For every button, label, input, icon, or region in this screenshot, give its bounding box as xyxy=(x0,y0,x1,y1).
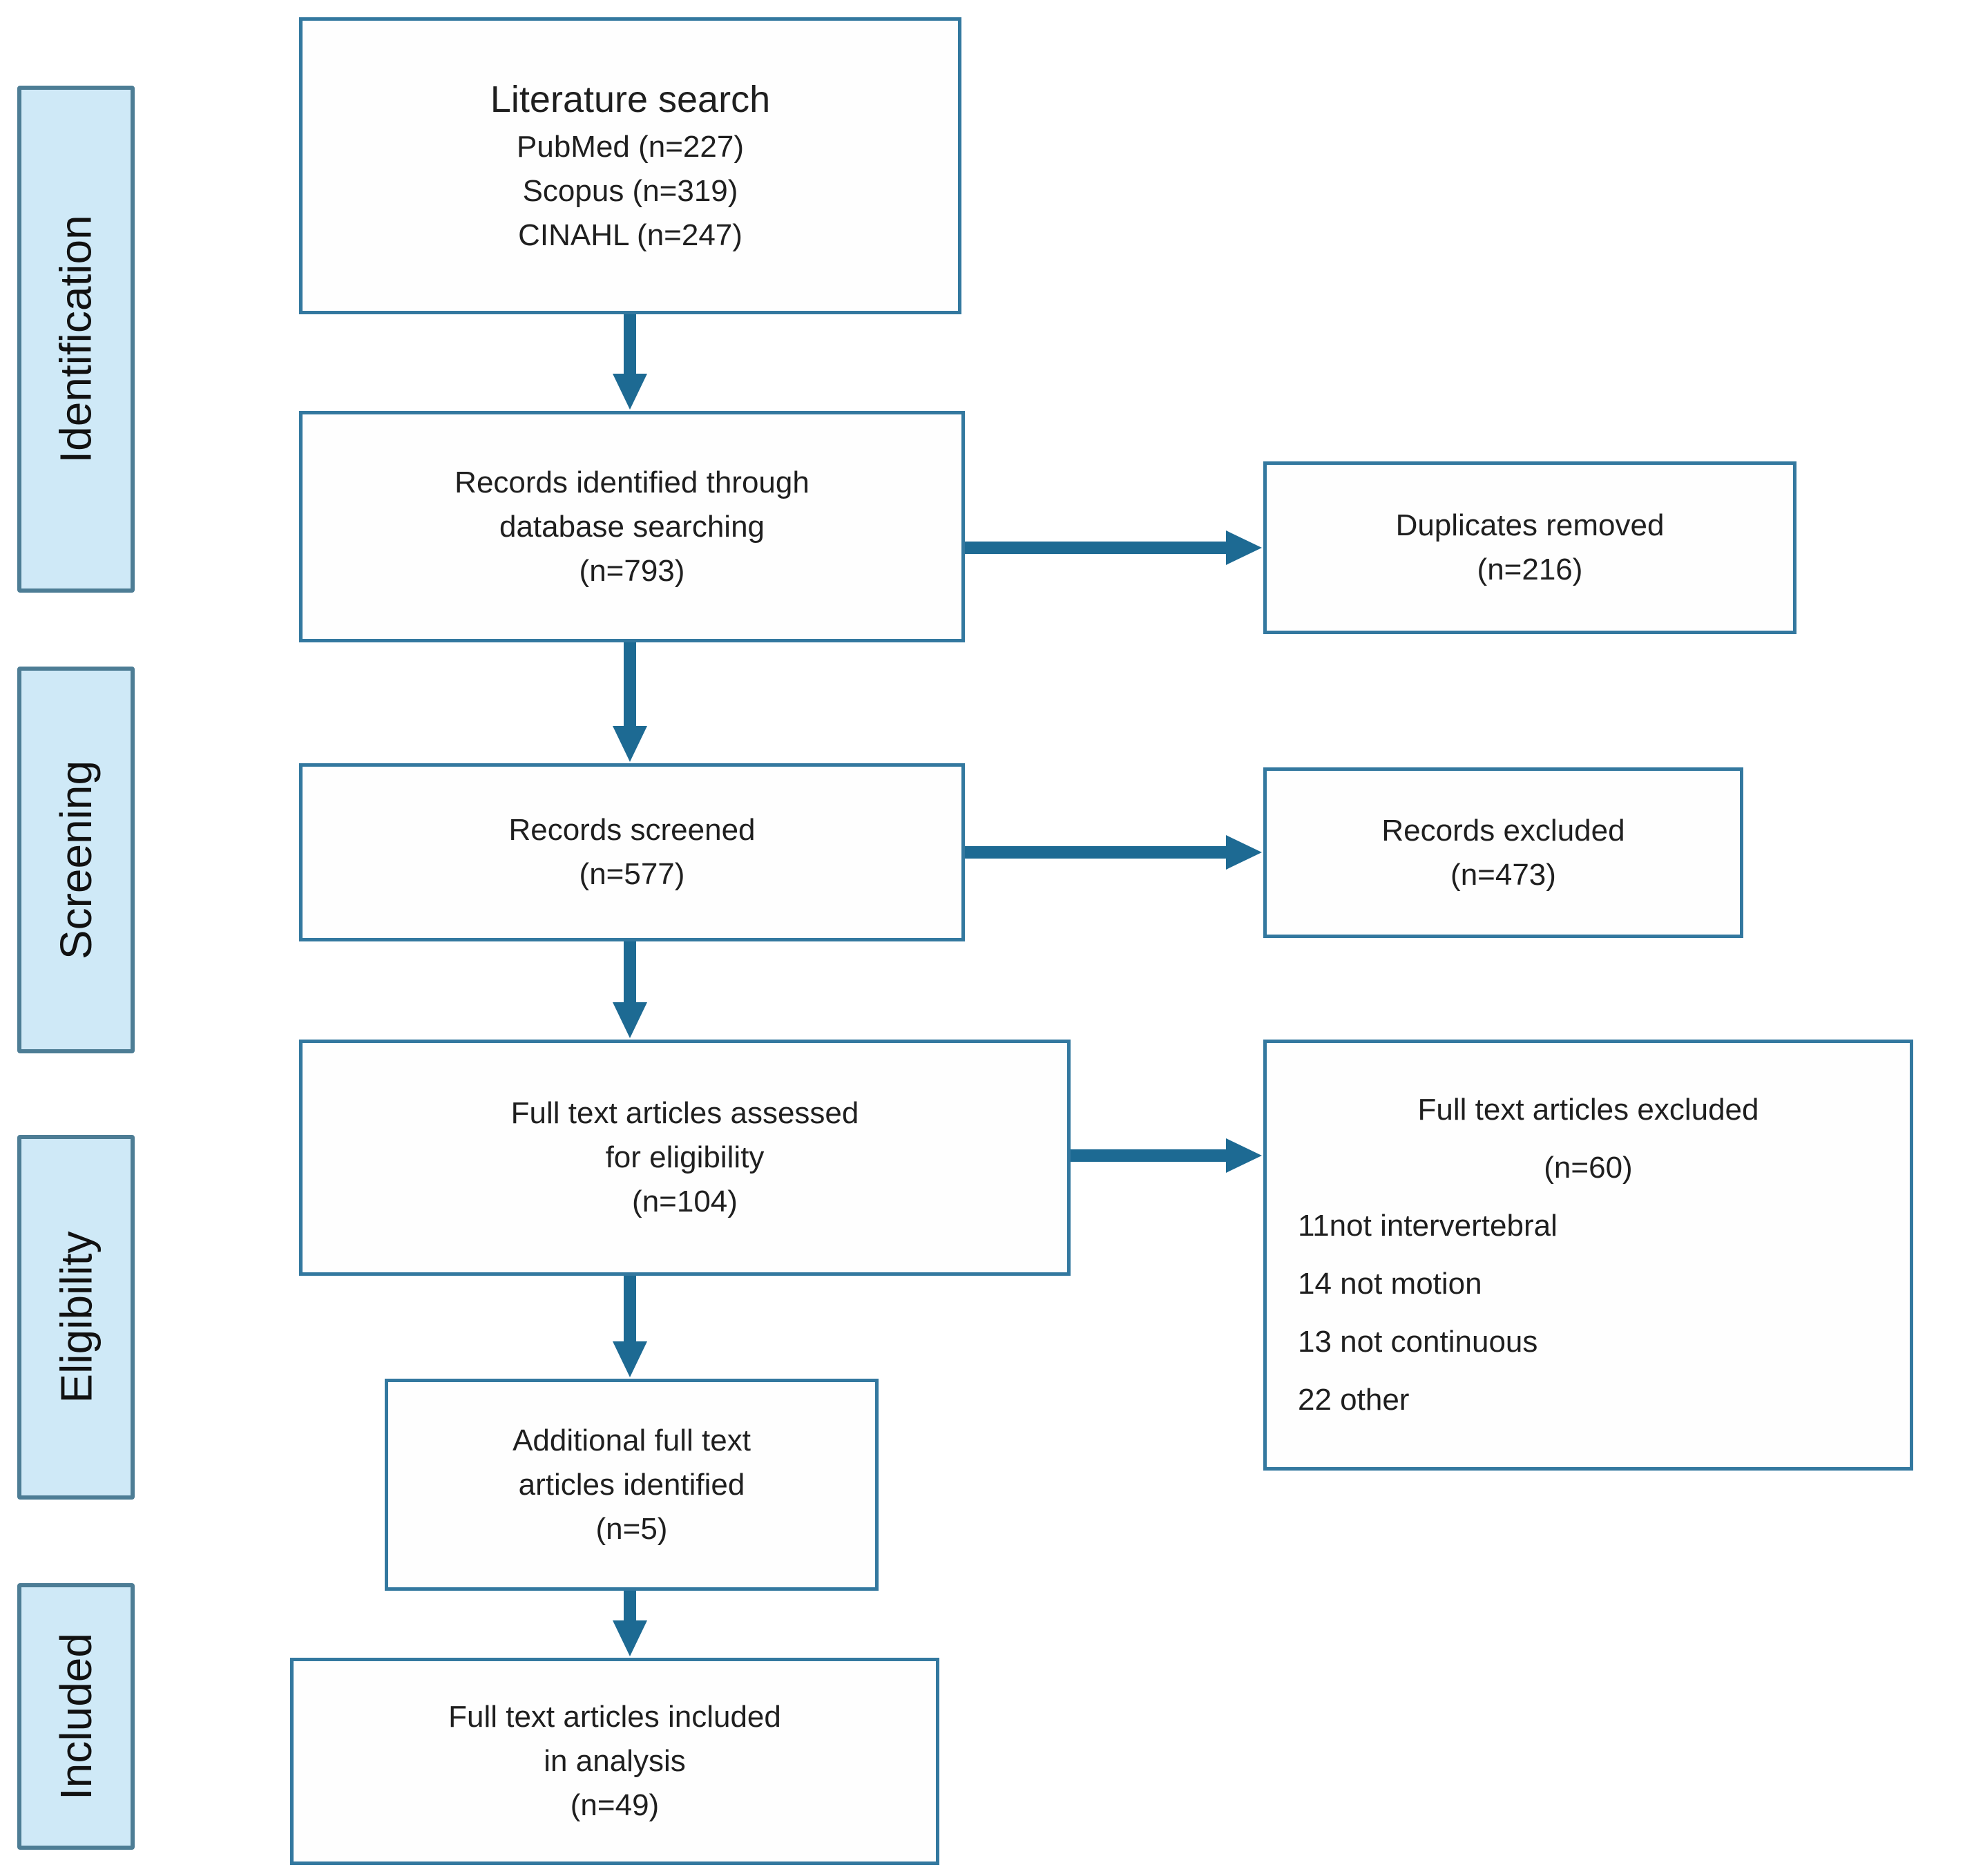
box-line: Records excluded xyxy=(1381,813,1625,848)
exclusion-reason: 13 not continuous xyxy=(1298,1325,1538,1359)
exclusion-reason: 22 other xyxy=(1298,1383,1410,1417)
box-line: Scopus (n=319) xyxy=(522,174,738,208)
stage-label-text: Eligibility xyxy=(51,1231,101,1404)
stage-label-text: Screening xyxy=(51,760,101,960)
stage-label-identification: Identification xyxy=(17,86,135,593)
box-line: Full text articles assessed xyxy=(510,1096,859,1130)
box-line: for eligibility xyxy=(605,1140,765,1174)
box-line: in analysis xyxy=(544,1744,686,1778)
fulltext-included-box: Full text articles included in analysis … xyxy=(290,1658,939,1865)
stage-label-text: Identification xyxy=(51,215,101,463)
box-line: (n=793) xyxy=(579,553,685,588)
box-line: PubMed (n=227) xyxy=(517,130,744,164)
box-title: Literature search xyxy=(490,79,771,120)
records-screened-box: Records screened (n=577) xyxy=(299,763,965,941)
box-line: articles identified xyxy=(518,1467,745,1502)
box-line: Full text articles included xyxy=(448,1700,781,1734)
stage-label-screening: Screening xyxy=(17,667,135,1053)
box-line: (n=5) xyxy=(595,1511,668,1546)
arrow-right-to-duplicates-removed xyxy=(965,542,1227,554)
stage-label-included: Included xyxy=(17,1583,135,1850)
box-line: (n=577) xyxy=(579,857,685,891)
arrow-right-to-records-excluded xyxy=(965,846,1227,859)
arrow-down-additional-to-included xyxy=(624,1591,636,1622)
arrow-down-search-to-identified xyxy=(624,314,636,375)
arrow-down-identified-to-screened xyxy=(624,642,636,727)
box-line: (n=60) xyxy=(1544,1151,1633,1185)
box-line: (n=473) xyxy=(1450,857,1556,892)
arrow-down-assessed-to-additional xyxy=(624,1276,636,1343)
records-identified-box: Records identified through database sear… xyxy=(299,411,965,642)
box-line: Full text articles excluded xyxy=(1417,1093,1759,1127)
box-line: database searching xyxy=(499,509,765,544)
box-line: Duplicates removed xyxy=(1395,508,1665,542)
box-line: Additional full text xyxy=(512,1423,751,1457)
additional-fulltext-box: Additional full text articles identified… xyxy=(385,1379,879,1591)
stage-label-text: Included xyxy=(51,1633,101,1800)
box-line: (n=216) xyxy=(1477,553,1583,586)
box-line: (n=104) xyxy=(632,1185,738,1218)
arrow-right-to-fulltext-excluded xyxy=(1071,1149,1227,1162)
box-line: Records screened xyxy=(508,813,756,847)
fulltext-assessed-box: Full text articles assessed for eligibil… xyxy=(299,1040,1071,1276)
arrow-down-screened-to-assessed xyxy=(624,941,636,1004)
records-excluded-box: Records excluded (n=473) xyxy=(1263,767,1743,938)
box-line: CINAHL (n=247) xyxy=(518,218,742,252)
literature-search-box: Literature search PubMed (n=227) Scopus … xyxy=(299,17,961,314)
box-line: (n=49) xyxy=(570,1788,660,1822)
box-line: Records identified through xyxy=(454,465,809,499)
exclusion-reason: 14 not motion xyxy=(1298,1267,1482,1301)
stage-label-eligibility: Eligibility xyxy=(17,1135,135,1500)
exclusion-reason: 11not intervertebral xyxy=(1298,1209,1558,1243)
fulltext-excluded-box: Full text articles excluded (n=60) 11not… xyxy=(1263,1040,1913,1471)
duplicates-removed-box: Duplicates removed (n=216) xyxy=(1263,461,1796,634)
